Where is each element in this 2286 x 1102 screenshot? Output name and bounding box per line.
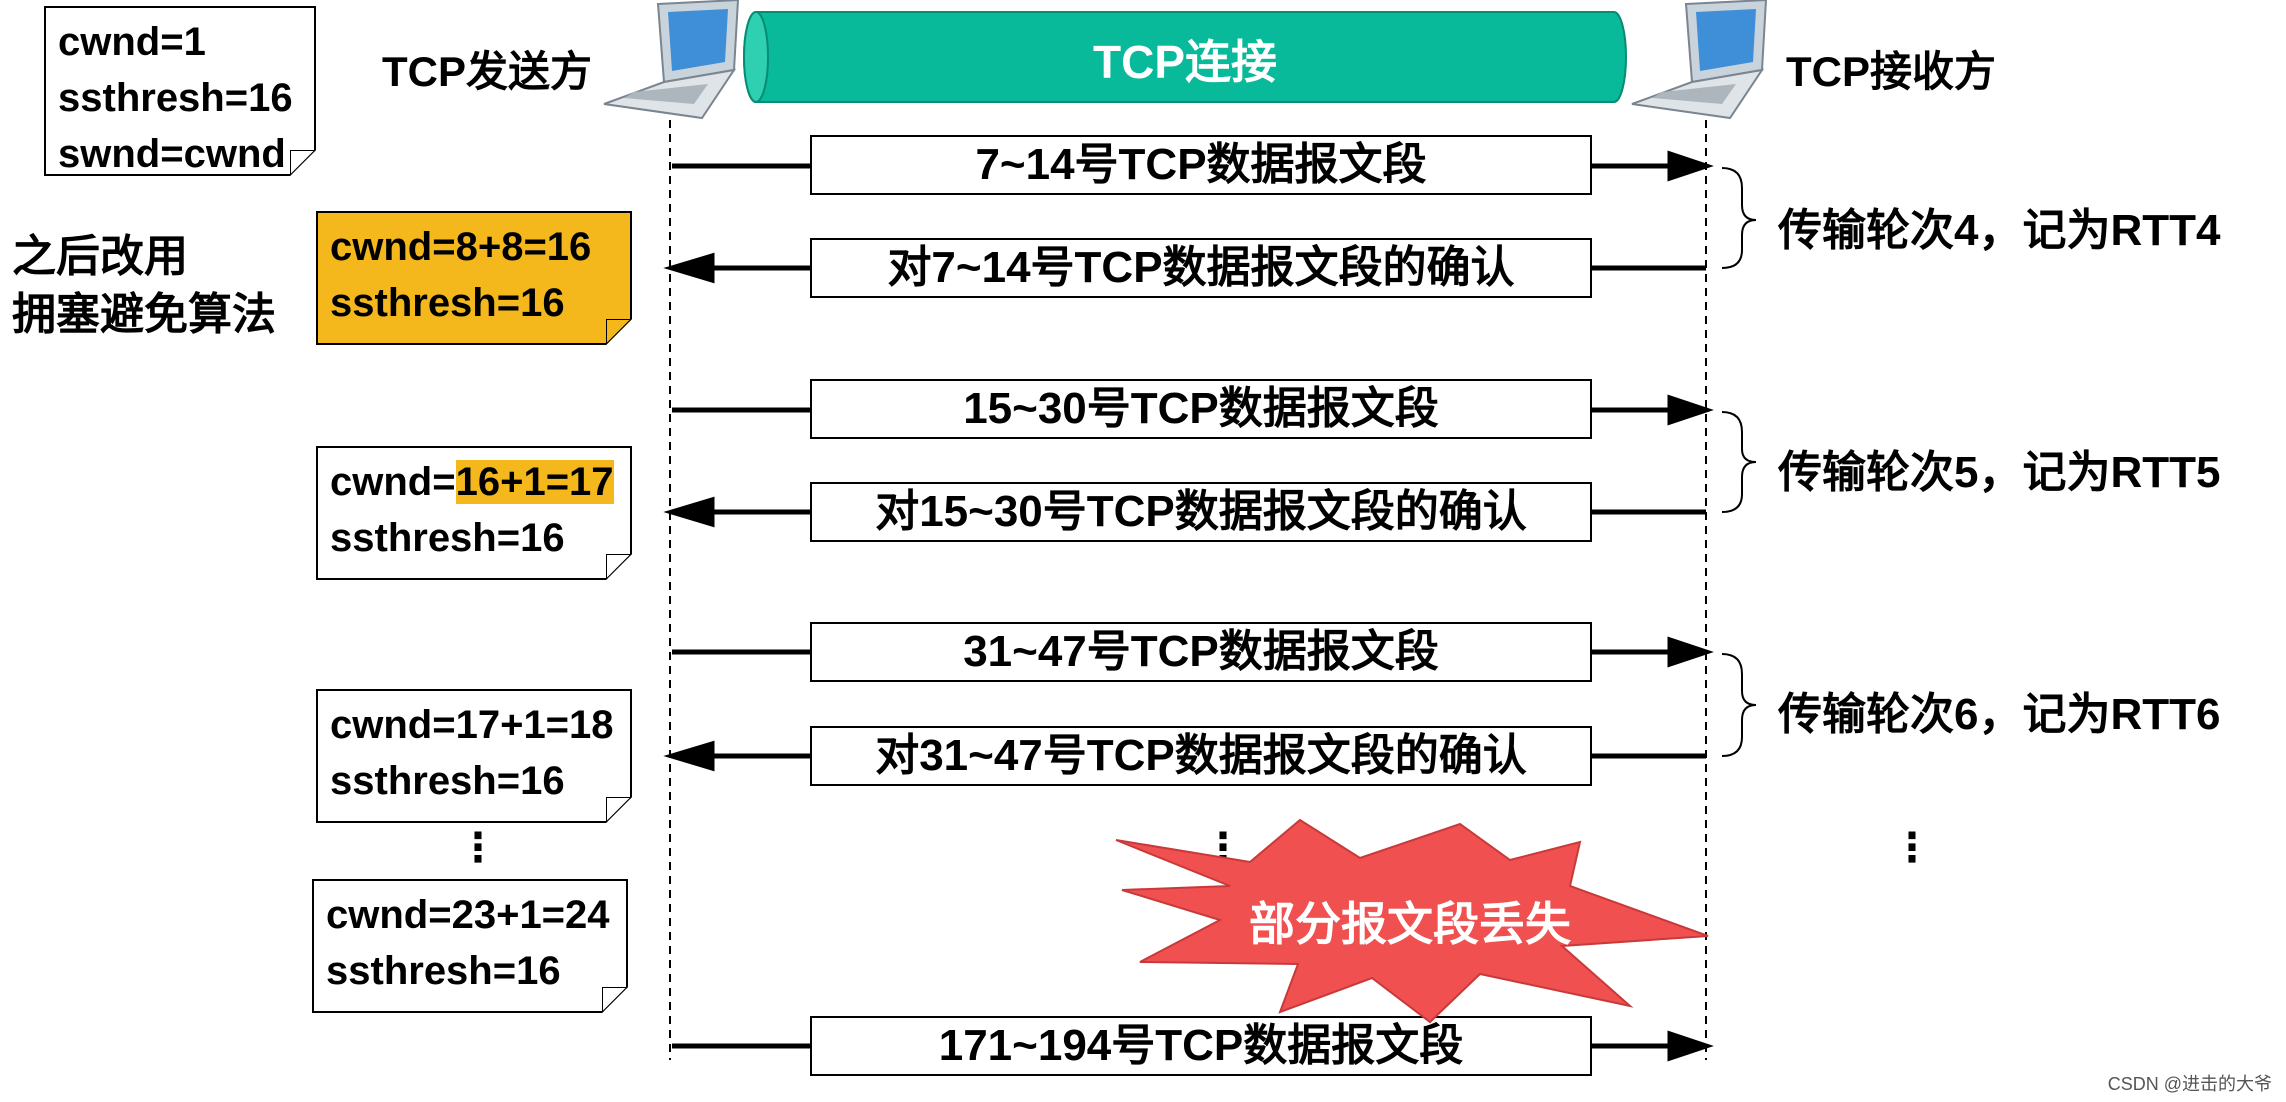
ack-box: 对7~14号TCP数据报文段的确认 — [810, 238, 1592, 298]
window-note: cwnd=1 ssthresh=16 swnd=cwnd — [44, 6, 316, 176]
round-label: 传输轮次6，记为RTT6 — [1778, 678, 2220, 742]
note-line: cwnd=1 — [58, 14, 314, 70]
note-line: ssthresh=16 — [330, 275, 630, 331]
window-note: cwnd=16+1=17 ssthresh=16 — [316, 446, 632, 580]
segment-box: 7~14号TCP数据报文段 — [810, 135, 1592, 195]
switch-note-line: 之后改用 — [12, 228, 276, 286]
window-note-highlighted: cwnd=8+8=16 ssthresh=16 — [316, 211, 632, 345]
switch-note-line: 拥塞避免算法 — [12, 286, 276, 344]
ellipsis: ⋮ — [1892, 828, 1932, 868]
ack-box: 对15~30号TCP数据报文段的确认 — [810, 482, 1592, 542]
ellipsis: ⋮ — [458, 828, 498, 868]
switch-algorithm-note: 之后改用 拥塞避免算法 — [12, 228, 276, 344]
note-line: ssthresh=16 — [58, 70, 314, 126]
round-label: 传输轮次5，记为RTT5 — [1778, 436, 2220, 500]
loss-label: 部分报文段丢失 — [1110, 888, 1710, 954]
round-label: 传输轮次4，记为RTT4 — [1778, 194, 2220, 258]
note-line: ssthresh=16 — [326, 943, 626, 999]
segment-box: 31~47号TCP数据报文段 — [810, 622, 1592, 682]
note-line-prefix: cwnd= — [330, 460, 456, 504]
note-line: cwnd=8+8=16 — [330, 219, 630, 275]
window-note: cwnd=17+1=18 ssthresh=16 — [316, 689, 632, 823]
note-line: swnd=cwnd — [58, 126, 314, 182]
credit-watermark: CSDN @进击的大爷 — [2108, 1070, 2272, 1096]
ack-box: 对31~47号TCP数据报文段的确认 — [810, 726, 1592, 786]
note-line: ssthresh=16 — [330, 510, 630, 566]
window-note: cwnd=23+1=24 ssthresh=16 — [312, 879, 628, 1013]
note-line: cwnd=17+1=18 — [330, 697, 630, 753]
note-highlight: 16+1=17 — [456, 460, 614, 504]
segment-box: 15~30号TCP数据报文段 — [810, 379, 1592, 439]
note-line: cwnd=23+1=24 — [326, 887, 626, 943]
note-line: ssthresh=16 — [330, 753, 630, 809]
